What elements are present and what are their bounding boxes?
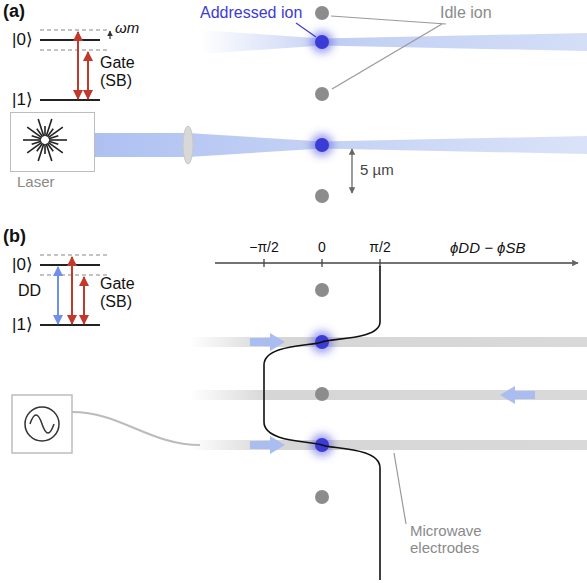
state-label: |0⟩ [12, 30, 33, 50]
transition-label: DD [18, 282, 41, 300]
phase-axis [215, 259, 578, 580]
laser-icon [23, 119, 67, 161]
laser-beams [95, 30, 587, 164]
ion-label: Idle ion [440, 4, 492, 22]
laser-ray [27, 127, 42, 138]
state-label: |1⟩ [12, 315, 33, 335]
device-label: Laser [17, 173, 55, 190]
laser-ray [49, 136, 59, 139]
electrode-label: Microwave electrodes [410, 522, 510, 557]
laser-ray [46, 144, 52, 161]
laser-ray [48, 142, 63, 153]
ion-label: Addressed ion [200, 4, 302, 22]
laser-ray [44, 144, 46, 154]
laser-ray [49, 139, 67, 141]
panel-label: (a) [3, 1, 25, 22]
dimension-label: 5 µm [360, 161, 394, 178]
axis-label: ϕDD − ϕSB [450, 239, 525, 256]
laser-ray [23, 139, 41, 141]
axis-tick-label: π/2 [369, 239, 390, 255]
energy-levels-a [40, 30, 110, 100]
axis-tick-label: −π/2 [249, 239, 279, 255]
microwave-electrodes [190, 333, 587, 454]
laser-ray [32, 141, 42, 144]
axis-tick-label: 0 [318, 239, 326, 255]
gate-label: Gate (SB) [100, 54, 144, 91]
state-label: |0⟩ [12, 255, 33, 275]
state-label: |1⟩ [12, 90, 33, 110]
laser-box: Laser [10, 112, 95, 172]
laser-ray [44, 126, 46, 136]
ion-chain-b [311, 283, 333, 504]
laser-ray [38, 119, 44, 136]
leader-lines-a [296, 16, 446, 193]
detuning-label: ωm [115, 19, 139, 36]
microwave-source [12, 395, 200, 453]
gate-label: Gate (SB) [100, 275, 144, 312]
panel-label: (b) [3, 226, 26, 247]
energy-levels-b [40, 255, 108, 325]
